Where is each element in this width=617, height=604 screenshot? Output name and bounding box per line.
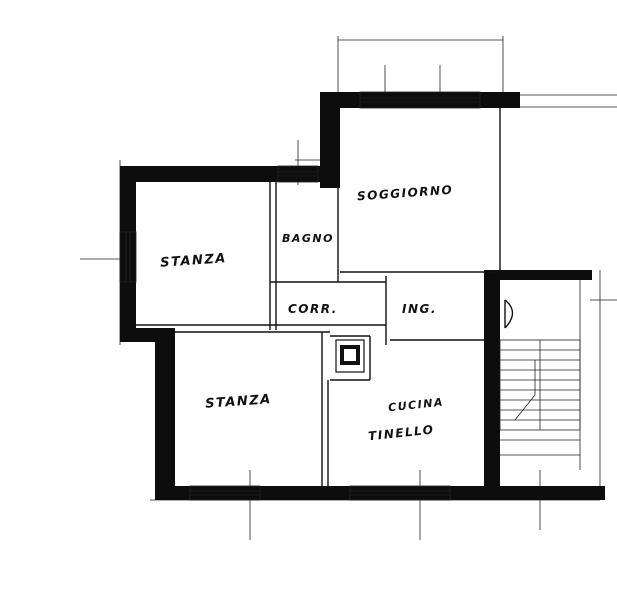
room-label-bagno: BAGNO — [282, 232, 334, 245]
room-label-soggiorno: SOGGIORNO — [357, 183, 454, 204]
entrance-door — [504, 299, 514, 329]
windows — [119, 91, 481, 501]
room-label-stanza-1: STANZA — [160, 251, 228, 271]
exterior-walls — [120, 92, 605, 500]
room-label-stanza-2: STANZA — [205, 392, 273, 412]
staircase — [499, 280, 581, 470]
room-label-tinello: TINELLO — [367, 422, 435, 443]
shaft — [335, 339, 365, 373]
room-label-ing: ING. — [402, 302, 437, 316]
room-label-corr: CORR. — [288, 302, 338, 316]
room-label-cucina: CUCINA — [388, 396, 445, 415]
interior-walls — [136, 108, 501, 486]
